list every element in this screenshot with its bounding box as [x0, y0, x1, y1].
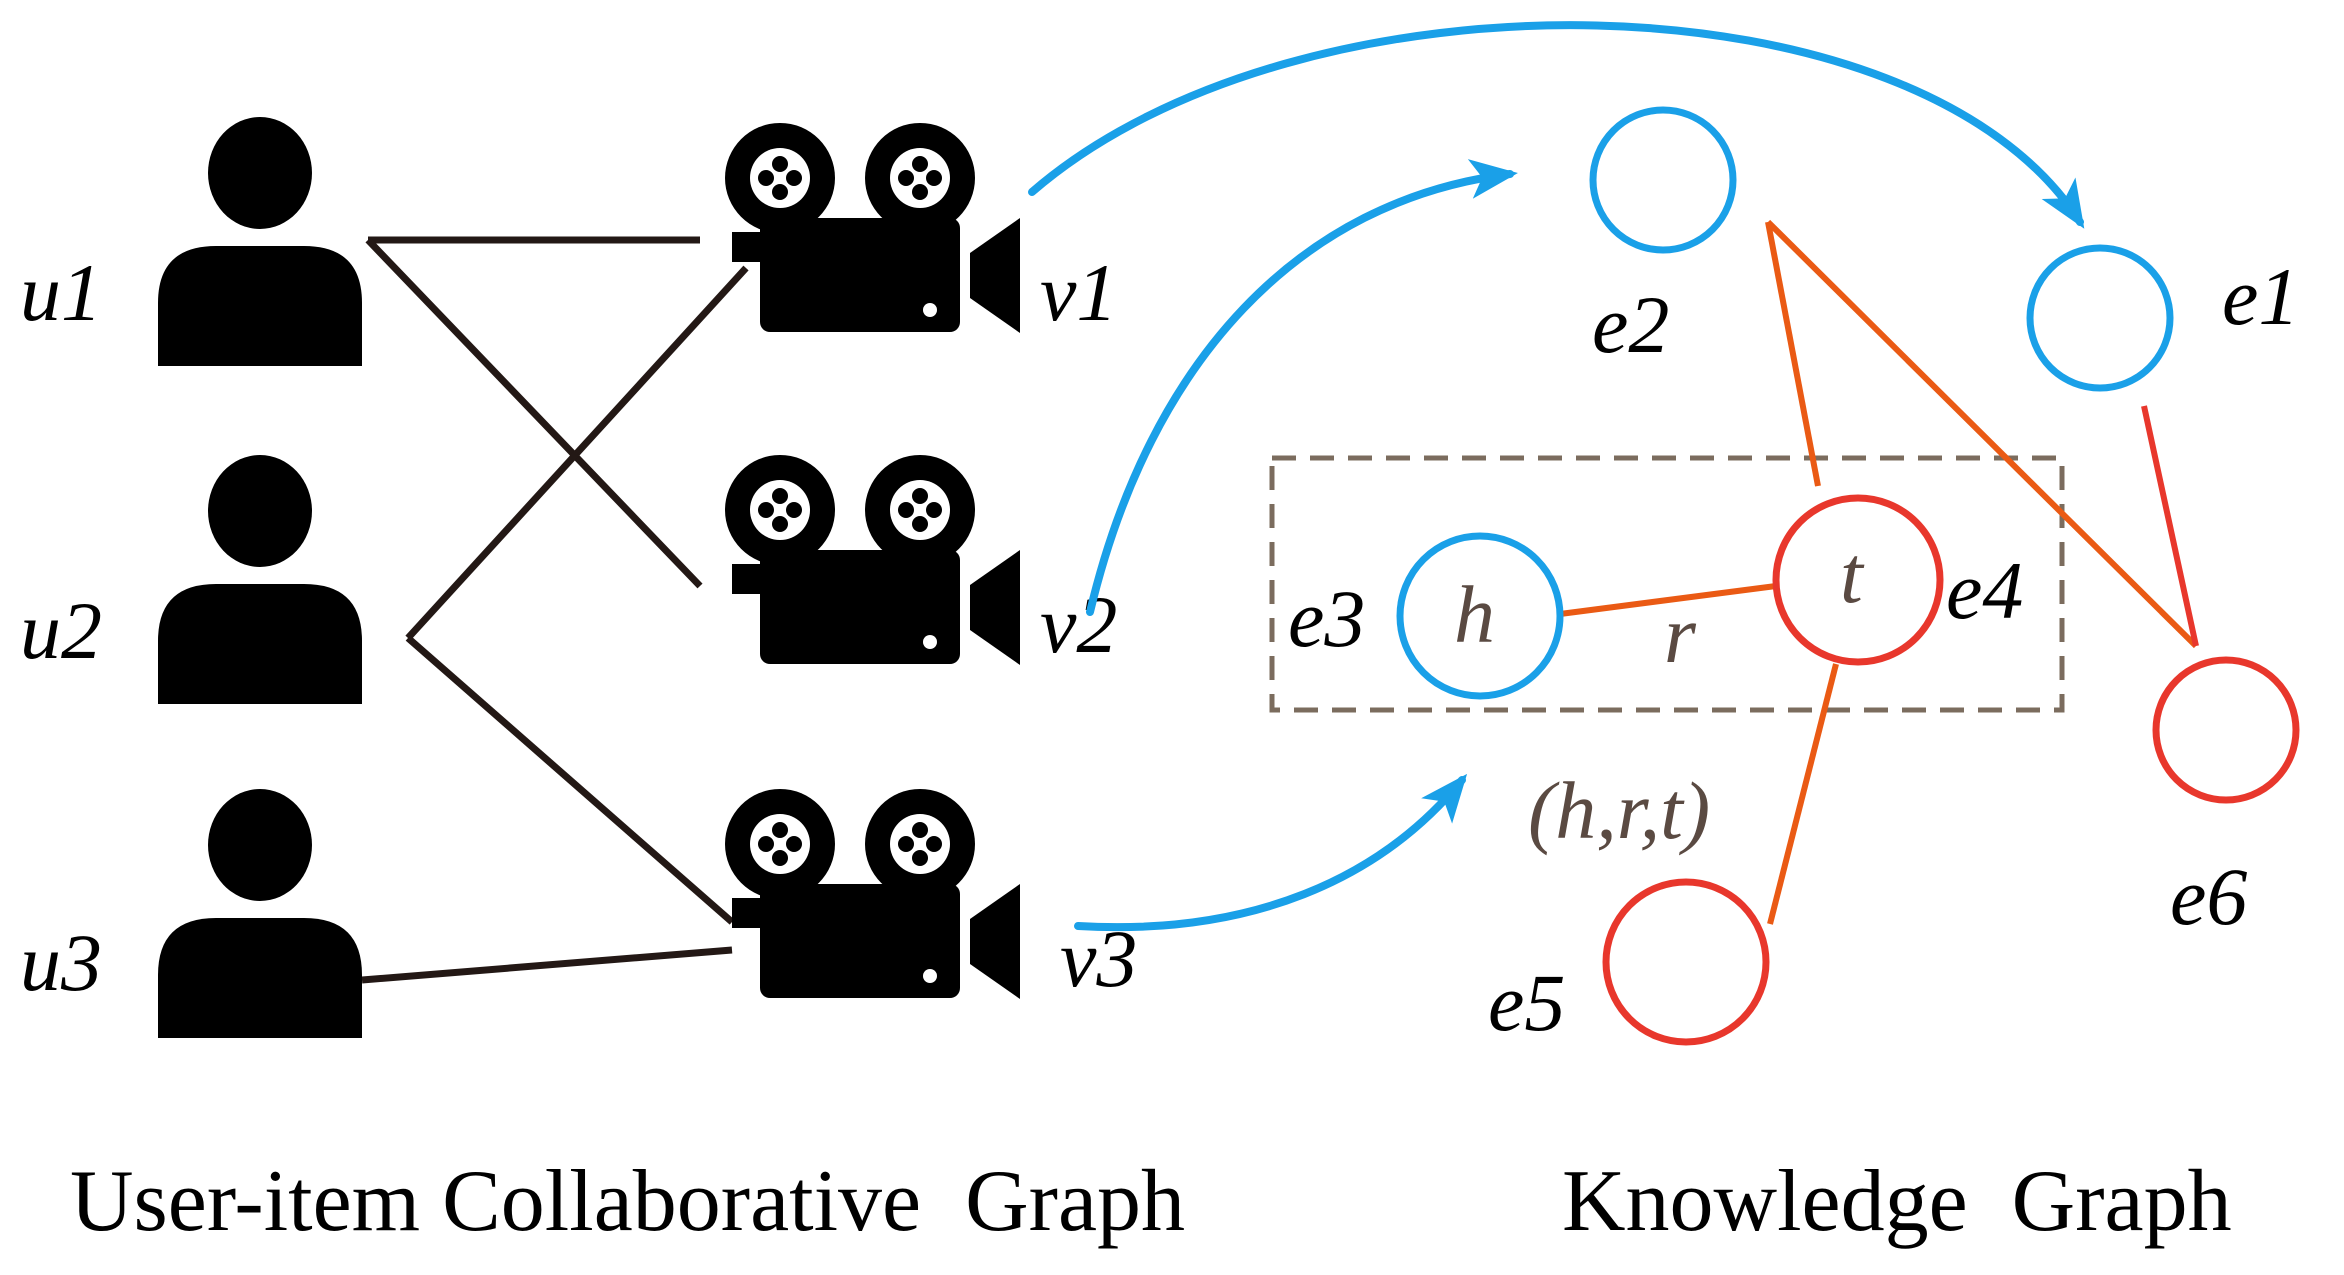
item-v1: v1: [725, 123, 1117, 338]
triple-box: [1269, 455, 2065, 713]
align-arrow-v2-e2: [1086, 159, 1518, 616]
relation-label: r: [1664, 589, 1697, 680]
user-label: u2: [20, 585, 102, 676]
entity-e3: [1396, 532, 1564, 700]
movie-camera-icon: [725, 123, 1020, 333]
entity-e6: [2152, 656, 2300, 804]
item-label: v2: [1040, 579, 1117, 670]
item-v2: v2: [725, 455, 1117, 670]
align-arrow-v1-e1: [1028, 21, 2085, 229]
kg-labels: e2 e1 e3 e4 e6 e5: [1288, 251, 2299, 1048]
entity-label-e6: e6: [2170, 851, 2247, 942]
alignment-arrows: [1028, 21, 2085, 932]
entity-e2: [1589, 106, 1737, 254]
kg-edges: [1559, 219, 2199, 925]
entity-label-e3: e3: [1288, 573, 1365, 664]
edge-e2-e4: [1765, 221, 1821, 487]
user-label: u1: [20, 247, 102, 338]
person-icon: [158, 455, 362, 704]
triple-labels: h r t (h,r,t): [1454, 529, 1865, 856]
user-u1: u1: [20, 117, 362, 366]
user-u2: u2: [20, 455, 362, 704]
user-label: u3: [20, 917, 102, 1008]
item-label: v1: [1040, 247, 1117, 338]
movie-camera-icon: [725, 455, 1020, 665]
edge-e2-e6: [1765, 219, 2199, 649]
entity-label-e4: e4: [1946, 545, 2023, 636]
caption-collaborative-graph: User-item Collaborative Graph: [70, 1153, 1185, 1250]
user-u3: u3: [20, 789, 362, 1038]
kg-nodes: [1396, 106, 2300, 1046]
entity-e4: [1772, 494, 1944, 666]
entity-label-e2: e2: [1592, 279, 1669, 370]
entity-label-e1: e1: [2222, 251, 2299, 342]
caption-knowledge-graph: Knowledge Graph: [1562, 1153, 2232, 1250]
tail-label: t: [1840, 529, 1865, 620]
interaction-edges: [361, 236, 749, 984]
edge-u1-v2: [365, 237, 703, 589]
person-icon: [158, 789, 362, 1038]
person-icon: [158, 117, 362, 366]
entity-e5: [1602, 878, 1770, 1046]
movie-camera-icon: [725, 789, 1020, 999]
align-arrow-v3-e3: [1074, 773, 1468, 932]
edge-u2-v3: [405, 635, 735, 925]
triple-notation: (h,r,t): [1528, 765, 1710, 856]
edge-u3-v3: [361, 946, 733, 984]
item-v3: v3: [725, 789, 1137, 1004]
entity-label-e5: e5: [1488, 957, 1565, 1048]
edge-e1-e6: [2141, 405, 2199, 647]
entity-e1: [2026, 244, 2174, 392]
edge-u2-v1: [405, 265, 749, 641]
relation-edge-r: [1559, 583, 1777, 617]
head-label: h: [1454, 569, 1495, 660]
edge-e4-e5: [1767, 663, 1839, 925]
